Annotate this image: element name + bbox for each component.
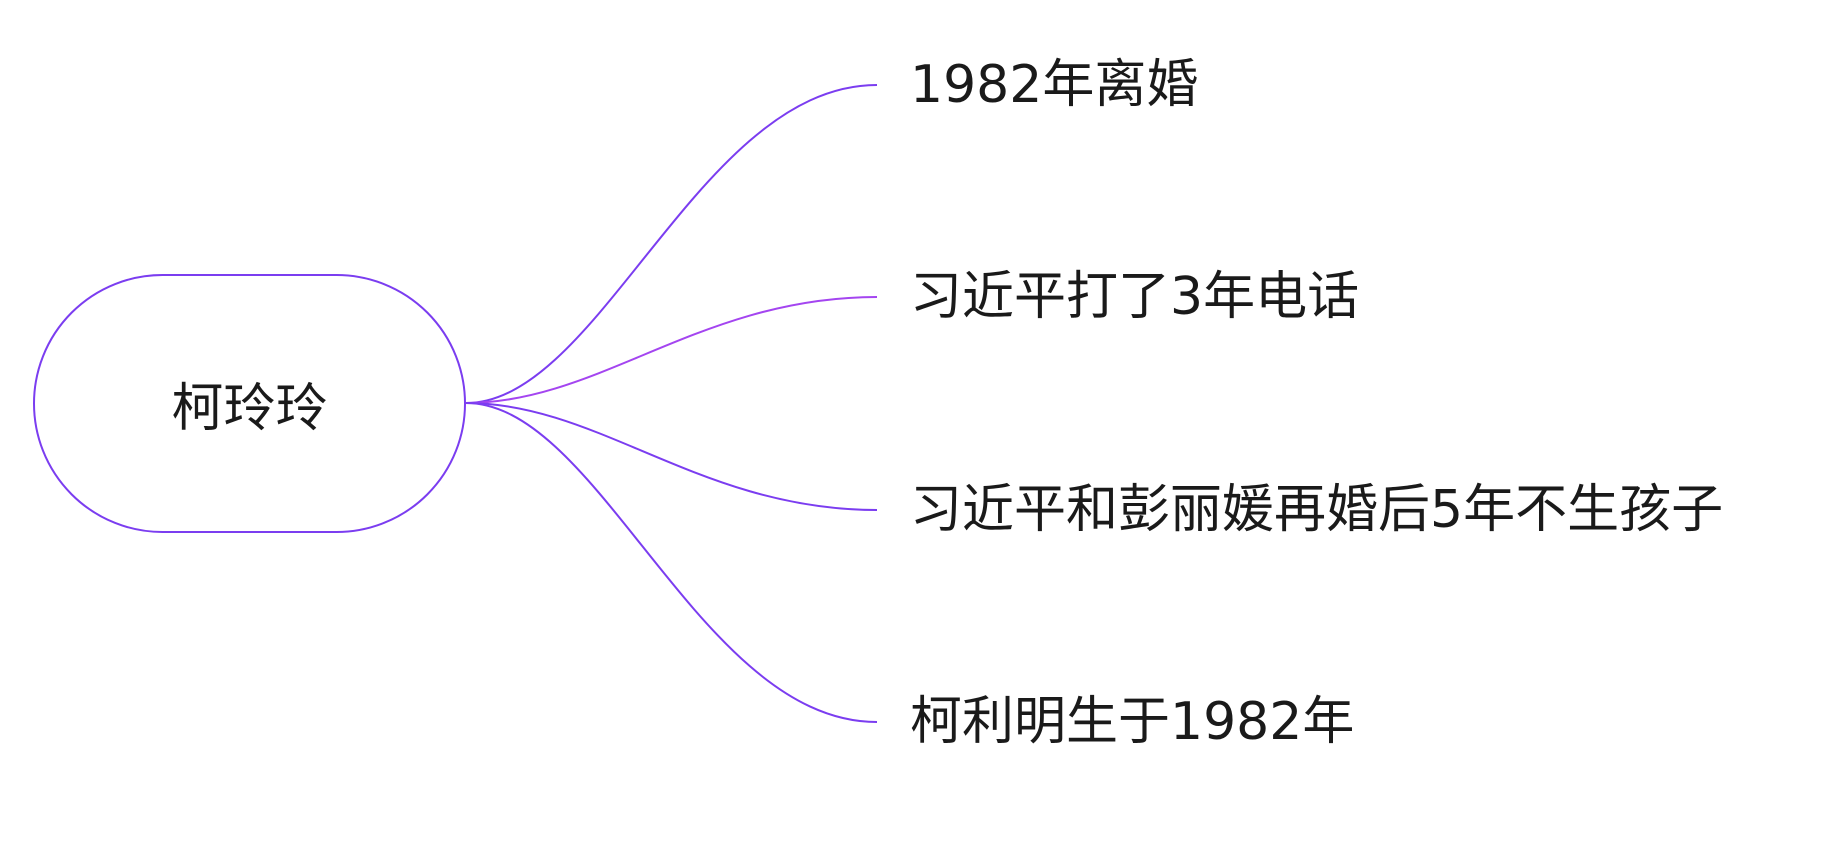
branch-node-3[interactable]: 习近平和彭丽媛再婚后5年不生孩子 (910, 480, 1724, 540)
branch-node-2[interactable]: 习近平打了3年电话 (910, 267, 1360, 327)
edge-2 (465, 296, 878, 404)
edge-1 (465, 84, 878, 404)
root-node[interactable]: 柯玲玲 (33, 274, 466, 533)
root-label: 柯玲玲 (171, 379, 328, 439)
edge-3 (465, 402, 878, 511)
branch-node-4[interactable]: 柯利明生于1982年 (910, 692, 1355, 752)
edge-4 (465, 402, 878, 723)
branch-node-1[interactable]: 1982年离婚 (910, 55, 1199, 115)
